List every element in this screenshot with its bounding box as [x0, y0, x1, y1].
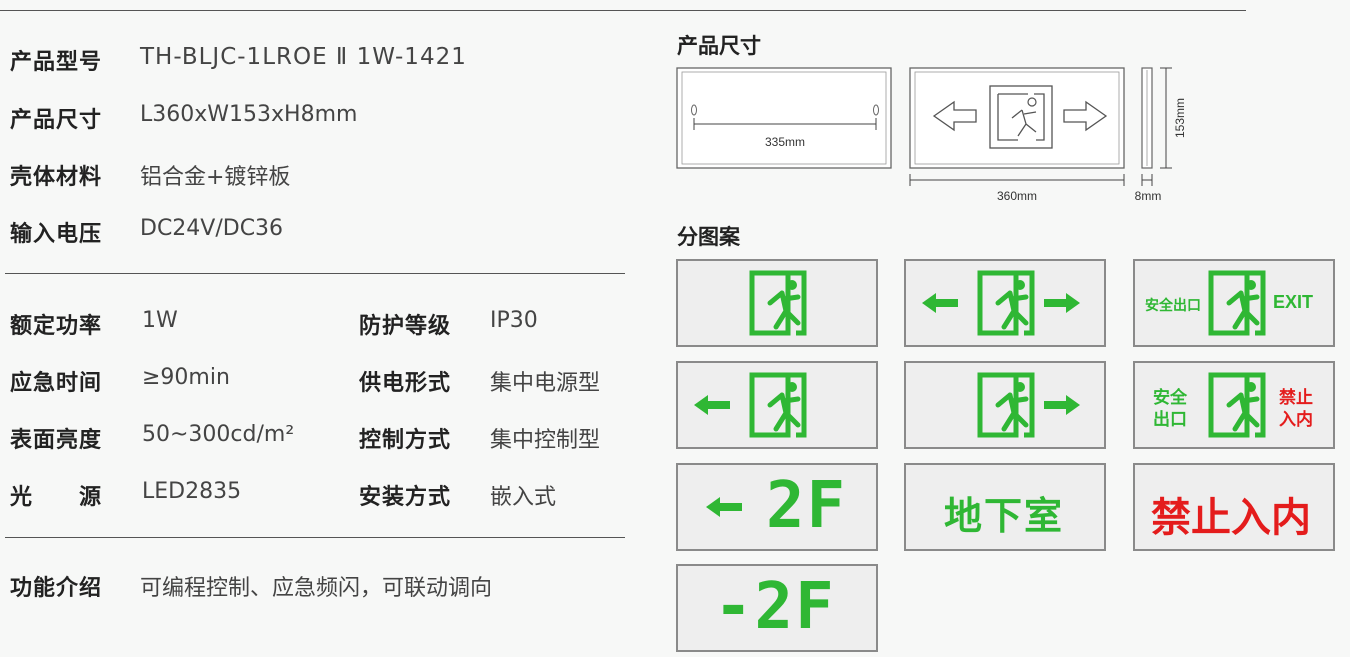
spec-value: LED2835 [142, 479, 242, 504]
exit-figure-right-arrow-icon [906, 363, 1080, 447]
spec-value: L360xW153xH8mm [140, 102, 358, 127]
back-panel-outline [676, 67, 892, 169]
spec-value: 可编程控制、应急频闪，可联动调向 [140, 576, 493, 601]
spec-label: 防护等级 [359, 314, 452, 339]
spec-value: 嵌入式 [490, 485, 557, 510]
no-entry-line1: 禁止 [1279, 388, 1313, 408]
spec-label: 壳体材料 [10, 165, 103, 190]
sign-exit-both-arrows [904, 259, 1106, 347]
spec-label: 控制方式 [359, 428, 452, 453]
spec-value: TH-BLJC-1LROE Ⅱ 1W-1421 [140, 44, 467, 70]
floor-minus-2f-label: -2F [714, 570, 836, 644]
top-rule [0, 10, 1246, 11]
spec-label: 安装方式 [359, 485, 452, 510]
exit-figure-left-arrow-icon [694, 363, 876, 447]
safe-exit-line1: 安全 [1153, 388, 1187, 408]
sign-exit-right-arrow [904, 361, 1106, 449]
mount-hole-right [873, 104, 879, 116]
sign-minus-2f: -2F [676, 564, 878, 652]
thickness-label: 8mm [1135, 189, 1162, 203]
spec-value: 集中电源型 [490, 371, 601, 396]
patterns-title: 分图案 [677, 225, 740, 249]
spec-value: IP30 [490, 308, 538, 333]
spec-label: 额定功率 [10, 314, 103, 339]
length-label: 360mm [997, 189, 1037, 203]
safe-exit-label: 安全出口 [1145, 298, 1201, 314]
spec-label: 产品型号 [10, 50, 103, 75]
sign-exit-left-arrow [676, 361, 878, 449]
spec-label: 表面亮度 [10, 428, 103, 453]
spec-label: 应急时间 [10, 371, 103, 396]
mount-width-label: 335mm [765, 135, 805, 149]
safe-exit-line2: 出口 [1153, 410, 1187, 430]
spec-value: 1W [142, 308, 178, 333]
spec-label: 功能介绍 [10, 576, 103, 601]
spec-value: 集中控制型 [490, 428, 601, 453]
spec-label: 光 源 [10, 485, 103, 510]
spec-value: ≥90min [142, 365, 230, 390]
spec-label: 产品尺寸 [10, 108, 103, 133]
arrow-right-outline [1063, 100, 1108, 132]
spec-value: 铝合金+镀锌板 [140, 165, 291, 190]
exit-icon-outline [989, 85, 1053, 149]
dimensions-title: 产品尺寸 [677, 34, 761, 58]
sign-safe-exit-no-entry: 安全 出口 禁止 入内 [1133, 361, 1335, 449]
no-entry-label: 禁止入内 [1151, 495, 1311, 541]
sign-no-entry: 禁止入内 [1133, 463, 1335, 551]
spec-value: DC24V/DC36 [140, 216, 284, 241]
arrow-left-outline [932, 100, 977, 132]
exit-en-label: EXIT [1273, 292, 1314, 312]
spec-value: 50~300cd/m² [142, 422, 295, 447]
sign-basement: 地下室 [904, 463, 1106, 551]
floor-2f-label: 2F [766, 469, 848, 543]
height-label: 153mm [1173, 98, 1187, 138]
no-entry-line2: 入内 [1279, 410, 1313, 430]
divider [5, 537, 625, 538]
basement-label: 地下室 [944, 494, 1065, 538]
dimension-drawing: 335mm 360mm 153mm 8mm [676, 66, 1196, 206]
sign-2f-left-arrow: 2F [676, 463, 878, 551]
dimension-svg: 335mm 360mm 153mm 8mm [676, 67, 1187, 203]
sign-safe-exit-en: 安全出口 EXIT [1133, 259, 1335, 347]
exit-figure-both-arrows-icon [922, 261, 1080, 345]
front-panel-outline [909, 67, 1125, 169]
mount-hole-left [691, 104, 697, 116]
exit-figure-icon [678, 261, 876, 345]
divider [5, 273, 625, 274]
spec-label: 输入电压 [10, 222, 103, 247]
spec-label: 供电形式 [359, 371, 452, 396]
sign-exit [676, 259, 878, 347]
